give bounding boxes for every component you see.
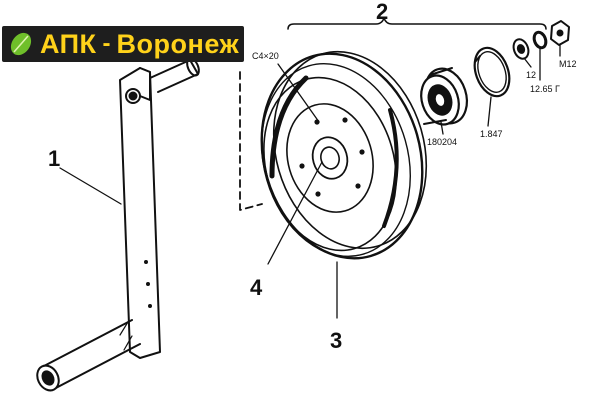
- pulley-wheel: [260, 50, 428, 260]
- callout-1: 1: [48, 146, 61, 171]
- label-washer: 12: [526, 70, 537, 80]
- callout-2: 2: [376, 0, 389, 24]
- callout-3: 3: [330, 328, 343, 353]
- crank-lever: [36, 55, 200, 392]
- label-bolt: С4×20: [252, 51, 279, 61]
- label-nut: М12: [559, 59, 577, 69]
- bearing: [420, 67, 468, 126]
- logo-word-voronezh: Воронеж: [116, 29, 240, 59]
- dashed-bracket: [239, 71, 263, 211]
- label-spring-washer: 12.65 Г: [530, 84, 560, 94]
- spring-washer: [532, 30, 548, 50]
- logo-banner: АПК - Воронеж: [2, 26, 244, 62]
- label-retaining-ring: 1.847: [480, 129, 503, 139]
- washer: [512, 38, 530, 60]
- retaining-ring: [473, 46, 511, 98]
- label-bearing: 180204: [427, 137, 458, 147]
- leader-lines: [59, 43, 561, 319]
- group-bracket: [287, 17, 547, 30]
- logo-word-apk: АПК: [40, 29, 97, 59]
- nut: [550, 20, 570, 46]
- logo-separator: -: [102, 30, 111, 57]
- leaf-icon: [10, 32, 32, 56]
- callout-4: 4: [250, 275, 263, 300]
